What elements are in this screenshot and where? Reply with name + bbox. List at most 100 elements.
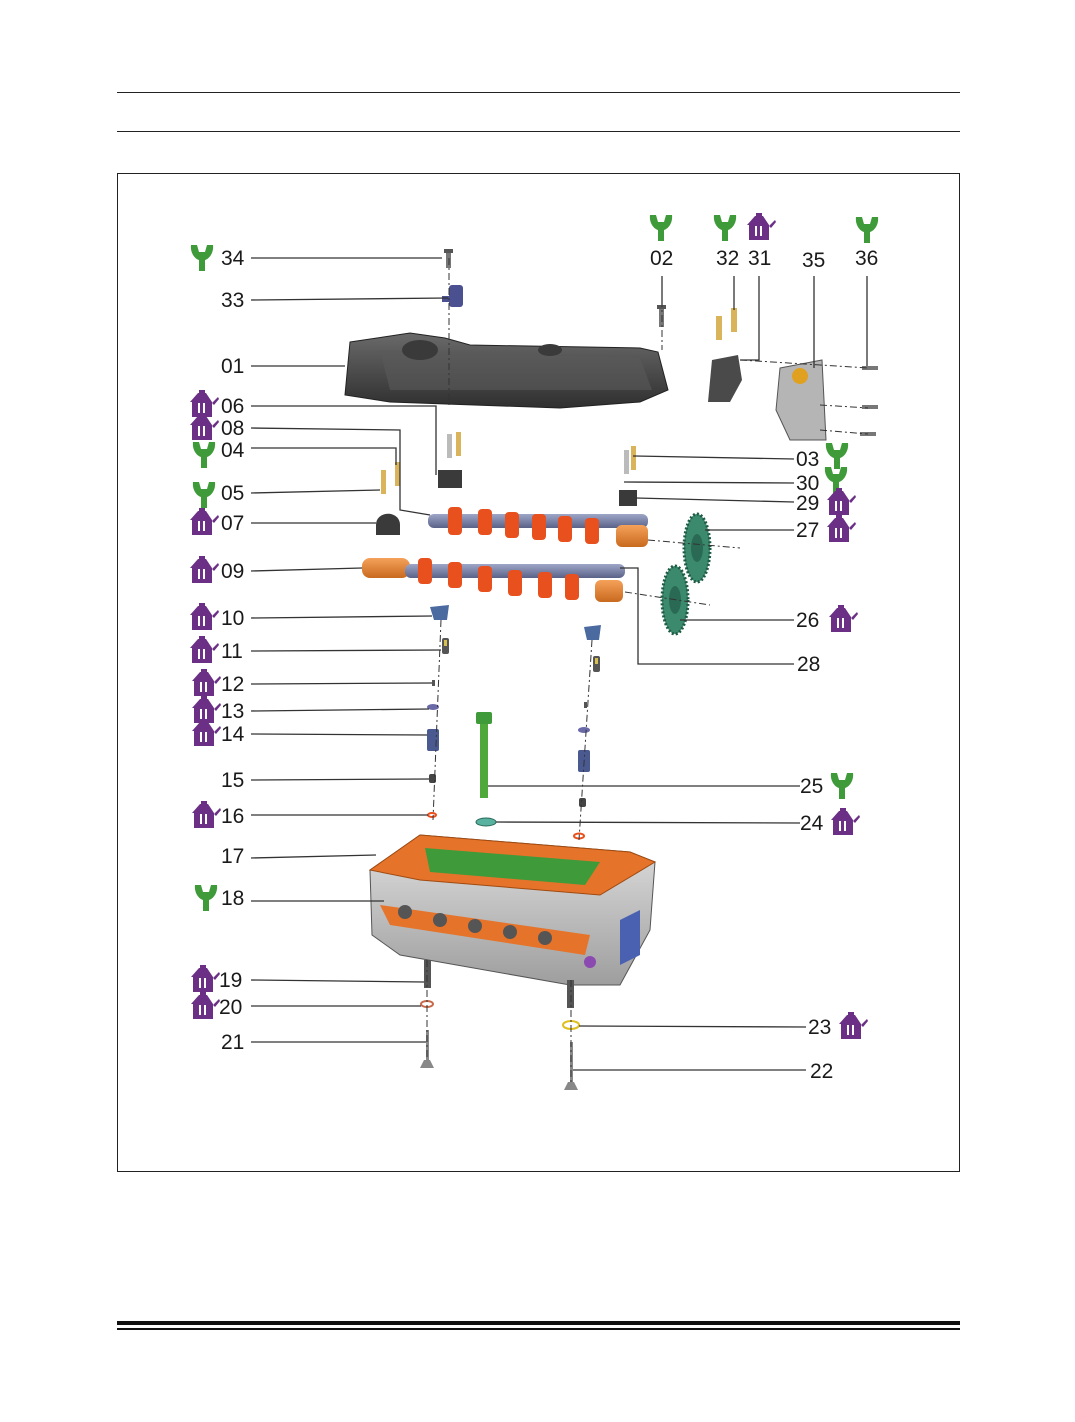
timing-actuator-31 xyxy=(708,308,742,402)
oil-can-icon xyxy=(190,390,219,417)
head-bolt-25 xyxy=(476,712,492,798)
valve-stack-right xyxy=(573,625,601,840)
valve-stack-left xyxy=(427,605,449,818)
wrench-icon xyxy=(825,443,849,469)
callout-10: 10 xyxy=(190,603,244,630)
callout-number: 30 xyxy=(796,472,819,495)
oil-can-icon xyxy=(827,515,856,542)
callout-number: 06 xyxy=(221,395,244,418)
vvt-solenoid-35 xyxy=(775,359,878,441)
callout-number: 15 xyxy=(221,769,244,792)
callout-number: 02 xyxy=(650,247,673,270)
callout-number: 03 xyxy=(796,448,819,471)
callout-13: 13 xyxy=(192,696,244,723)
callout-15: 15 xyxy=(221,769,244,792)
callout-number: 18 xyxy=(221,887,244,910)
callout-22: 22 xyxy=(810,1060,833,1083)
callout-01: 01 xyxy=(221,355,244,378)
callout-29: 29 xyxy=(796,488,856,515)
oil-can-icon xyxy=(192,719,221,746)
callout-number: 32 xyxy=(716,247,739,270)
oil-can-icon xyxy=(747,213,776,240)
wrench-icon xyxy=(192,442,216,468)
oil-can-icon xyxy=(192,696,221,723)
callout-number: 24 xyxy=(800,812,824,835)
callout-12: 12 xyxy=(192,669,244,696)
callout-number: 23 xyxy=(808,1016,831,1039)
callout-number: 31 xyxy=(748,247,771,270)
callout-16: 16 xyxy=(192,801,244,828)
callout-18: 18 xyxy=(194,885,244,911)
callout-30: 30 xyxy=(796,467,848,495)
callout-number: 16 xyxy=(221,805,244,828)
callout-number: 04 xyxy=(221,439,245,462)
callout-32: 32 xyxy=(713,215,739,270)
callout-35: 35 xyxy=(802,249,825,272)
cylinder-head-cover xyxy=(344,332,669,409)
callout-31: 31 xyxy=(747,213,776,270)
callout-04: 04 xyxy=(192,439,245,468)
callout-02: 02 xyxy=(649,215,673,270)
callout-21: 21 xyxy=(221,1031,244,1054)
diagram-frame xyxy=(117,173,960,1172)
callout-07: 07 xyxy=(190,508,244,535)
callout-25: 25 xyxy=(800,773,854,799)
oil-can-icon xyxy=(192,669,221,696)
callout-09: 09 xyxy=(190,556,244,583)
callout-number: 35 xyxy=(802,249,825,272)
callout-14: 14 xyxy=(192,719,245,746)
cylinder-head xyxy=(368,834,657,986)
callout-number: 09 xyxy=(221,560,244,583)
callout-23: 23 xyxy=(808,1012,868,1039)
oil-can-icon xyxy=(192,801,221,828)
callout-number: 11 xyxy=(221,640,243,663)
callout-number: 17 xyxy=(221,845,244,868)
wrench-icon xyxy=(713,215,737,241)
footer-rule-thin xyxy=(117,1328,960,1330)
oil-can-icon xyxy=(190,603,219,630)
callout-20: 20 xyxy=(191,992,242,1019)
header-rule-top xyxy=(117,92,960,93)
callout-27: 27 xyxy=(796,515,856,542)
callout-number: 22 xyxy=(810,1060,833,1083)
callout-number: 14 xyxy=(221,723,245,746)
callout-26: 26 xyxy=(796,605,858,632)
oil-can-icon xyxy=(190,636,219,663)
camshaft-upper xyxy=(428,507,648,547)
callout-28: 28 xyxy=(797,653,820,676)
leader-lines xyxy=(250,257,868,1071)
callout-number: 34 xyxy=(221,247,245,270)
callout-number: 13 xyxy=(221,700,244,723)
sensor-33 xyxy=(442,285,463,307)
callout-number: 21 xyxy=(221,1031,244,1054)
oil-can-icon xyxy=(827,488,856,515)
oil-can-icon xyxy=(191,965,220,992)
callout-number: 25 xyxy=(800,775,823,798)
cam-cap-bolts xyxy=(376,432,637,535)
callout-number: 05 xyxy=(221,482,244,505)
oil-can-icon xyxy=(191,992,220,1019)
callout-17: 17 xyxy=(221,845,244,868)
callout-number: 28 xyxy=(797,653,820,676)
washer-24 xyxy=(475,817,497,827)
oil-can-icon xyxy=(839,1012,868,1039)
callout-number: 01 xyxy=(221,355,244,378)
callout-number: 20 xyxy=(219,996,242,1019)
callout-number: 08 xyxy=(221,417,244,440)
callout-labels: 3433010608040507091011121314151617181920… xyxy=(190,213,878,1083)
wrench-icon xyxy=(190,245,214,271)
camshaft-lower xyxy=(362,558,625,602)
callout-number: 36 xyxy=(855,247,878,270)
callout-number: 29 xyxy=(796,492,819,515)
callout-36: 36 xyxy=(855,217,878,270)
wrench-icon xyxy=(855,217,879,243)
oil-can-icon xyxy=(831,808,860,835)
callout-05: 05 xyxy=(192,482,244,508)
oil-can-icon xyxy=(190,508,219,535)
callout-34: 34 xyxy=(190,245,245,271)
callout-11: 11 xyxy=(190,636,243,663)
callout-33: 33 xyxy=(221,289,244,312)
footer-rule-thick xyxy=(117,1321,960,1325)
callout-03: 03 xyxy=(796,443,849,471)
